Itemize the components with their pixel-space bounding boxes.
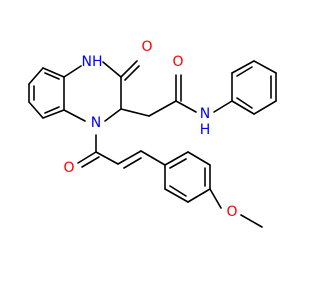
amide-n-label: N — [200, 106, 210, 122]
quinoxalinone-ring — [63, 60, 140, 122]
structure-diagram: NH O N O N H O O — [28, 39, 277, 228]
amide-oxygen-label: O — [172, 54, 183, 70]
phenyl-ring — [231, 60, 277, 115]
ether-oxygen-label: O — [226, 204, 237, 220]
ring-n-label: N — [91, 115, 101, 131]
molecule-canvas: NH O N O N H O O — [28, 39, 277, 228]
ketone-oxygen-label: O — [63, 160, 74, 176]
amide-h-label: H — [200, 122, 211, 138]
acetamide-chain — [120, 74, 233, 117]
ring-carbonyl-oxygen-label: O — [141, 39, 152, 55]
methoxyphenyl-ring — [164, 151, 263, 228]
benzo-ring — [28, 67, 65, 119]
ring-nh-label: NH — [82, 54, 103, 70]
cinnamoyl-chain — [77, 134, 166, 169]
